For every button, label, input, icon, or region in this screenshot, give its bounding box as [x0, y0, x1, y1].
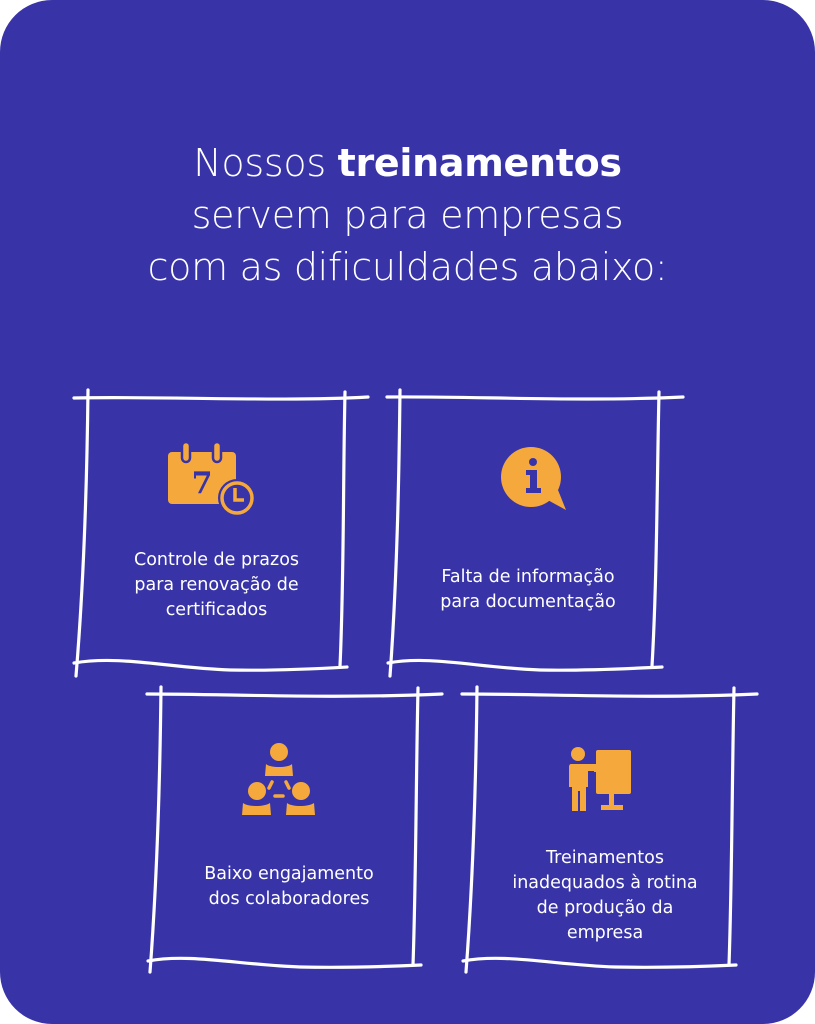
- difficulty-card-4-text: Treinamentos inadequados à rotina de pro…: [476, 846, 734, 946]
- headline-line-3: com as dificuldades abaixo:: [147, 245, 668, 290]
- info-speech-bubble-icon: [501, 447, 566, 510]
- calendar-clock-icon: 7: [168, 442, 256, 517]
- card-3-line-2: dos colaboradores: [208, 889, 370, 909]
- card-1-line-3: certificados: [165, 600, 268, 620]
- card-4-line-1: Treinamentos: [546, 848, 664, 868]
- card-3-line-1: Baixo engajamento: [204, 864, 374, 884]
- card-1-line-2: para renovação de: [134, 575, 299, 595]
- page-title: Nossos treinamentos servem para empresas…: [0, 137, 815, 293]
- card-4-line-3: de produção da: [536, 898, 674, 918]
- headline-bold-text: treinamentos: [337, 141, 622, 186]
- difficulty-card-1: 7 Controle de prazos para renovação de c…: [88, 400, 345, 665]
- card-2-line-1: Falta de informação: [441, 567, 615, 587]
- card-1-line-1: Controle de prazos: [133, 550, 300, 570]
- difficulty-card-1-text: Controle de prazos para renovação de cer…: [88, 548, 345, 623]
- difficulty-card-3-text: Baixo engajamento dos colaboradores: [160, 862, 418, 912]
- difficulty-card-4: Treinamentos inadequados à rotina de pro…: [476, 698, 734, 963]
- headline-line-2: servem para empresas: [191, 193, 624, 238]
- card-2-line-2: para documentação: [440, 592, 616, 612]
- difficulty-card-3: Baixo engajamento dos colaboradores: [160, 698, 418, 963]
- headline-line-1: Nossos treinamentos: [0, 137, 815, 189]
- team-network-icon: [242, 743, 315, 815]
- headline-regular-text: Nossos: [193, 141, 338, 186]
- difficulty-card-2: Falta de informação para documentação: [398, 400, 658, 665]
- svg-text:7: 7: [192, 466, 213, 501]
- presentation-trainer-icon: [569, 747, 631, 811]
- card-4-line-4: empresa: [566, 923, 644, 943]
- card-4-line-2: inadequados à rotina: [512, 873, 698, 893]
- difficulty-card-2-text: Falta de informação para documentação: [398, 565, 658, 615]
